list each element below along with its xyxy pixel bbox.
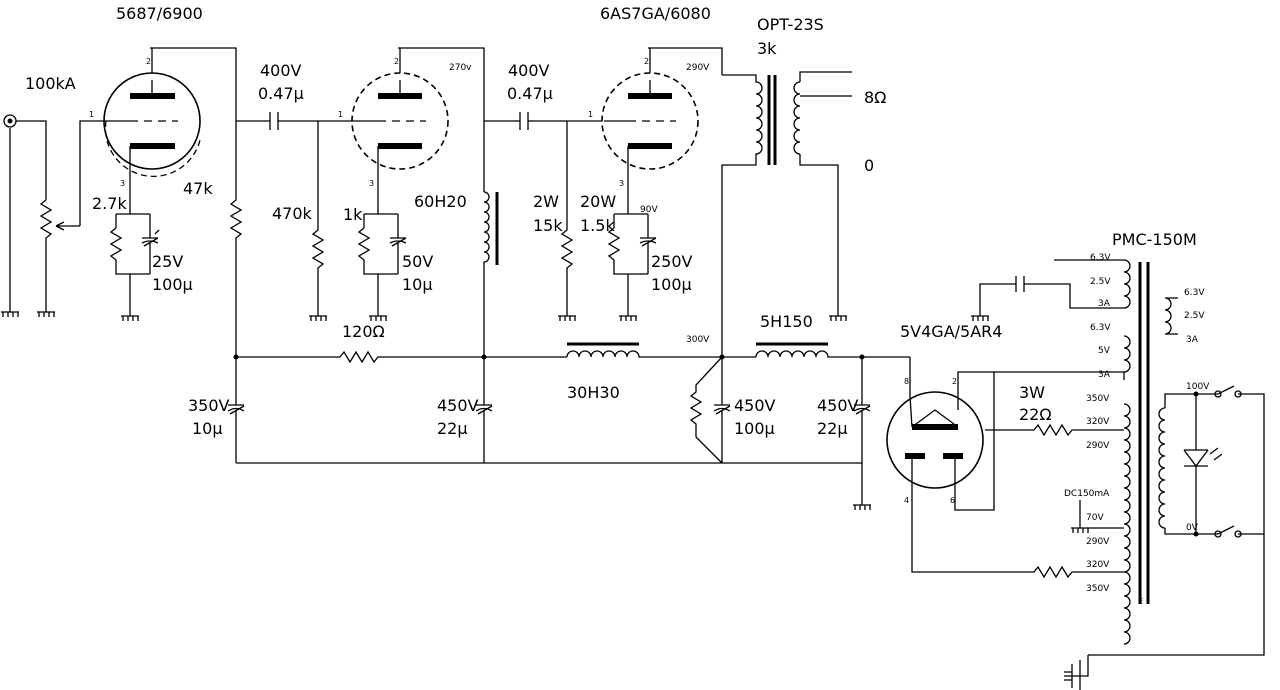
c-k1-v: 25V: [152, 252, 183, 271]
grid-resistor-v3: [558, 121, 576, 321]
sec-hv-2: 290V: [1086, 441, 1110, 451]
c1-v: 350V: [188, 396, 230, 415]
c1-c: 10µ: [192, 419, 223, 438]
v2-pin-3: 3: [369, 179, 374, 188]
c-k2-c: 10µ: [402, 275, 433, 294]
sec-right-2: 3A: [1186, 335, 1199, 345]
filter-caps: [227, 356, 871, 510]
grid-resistor-v2: [309, 120, 352, 321]
opt-label: OPT-23S: [757, 15, 824, 34]
choke-pl: 60H20: [414, 192, 467, 211]
c-k1-c: 100µ: [152, 275, 193, 294]
c-cpl1-v: 400V: [260, 61, 302, 80]
sec-hv-3: DC150mA: [1064, 489, 1110, 499]
v1-pin-2: 2: [146, 57, 151, 66]
v1-type-label: 5687/6900: [116, 4, 203, 23]
node-300: 300V: [686, 335, 710, 345]
r-pl1: 47k: [183, 179, 213, 198]
r-g3: 15k: [533, 216, 563, 235]
v3-pin-1: 1: [588, 110, 593, 119]
r-k3-w: 20W: [580, 192, 616, 211]
rect-pin-4: 4: [904, 496, 909, 505]
plate-load-v1: [229, 112, 318, 357]
c-cpl2-c: 0.47µ: [507, 84, 553, 103]
v3-cathode-network: [607, 170, 657, 321]
ptrans-label: PMC-150M: [1112, 230, 1197, 249]
sec-top-1: 2.5V: [1090, 277, 1111, 287]
plate-choke-60h20: [483, 121, 499, 357]
out-0: 0: [864, 156, 874, 175]
c-k3-c: 100µ: [651, 275, 692, 294]
v3-pin-2: 2: [644, 57, 649, 66]
choke-out: 5H150: [760, 312, 813, 331]
power-transformer: [971, 259, 1265, 690]
v3-type-label: 6AS7GA/6080: [600, 4, 711, 23]
r-rect-w: 3W: [1019, 383, 1045, 402]
sec-hv-5: 290V: [1086, 537, 1110, 547]
sec-top-0: 6.3V: [1090, 253, 1111, 263]
c3-v: 450V: [734, 396, 776, 415]
r-k2: 1k: [343, 205, 363, 224]
tube-v2: [351, 47, 485, 170]
v1-pin-3: 3: [120, 179, 125, 188]
sec-right-0: 6.3V: [1184, 288, 1205, 298]
rectifier-tube: [886, 357, 1124, 579]
sec-hv-6: 320V: [1086, 560, 1110, 570]
c4-v: 450V: [817, 396, 859, 415]
sec-top-2: 3A: [1098, 299, 1111, 309]
bplus-rail: [233, 342, 910, 364]
c2-c: 22µ: [437, 419, 468, 438]
c-cpl1-c: 0.47µ: [258, 84, 304, 103]
c4-c: 22µ: [817, 419, 848, 438]
rect-pin-6: 6: [950, 496, 955, 505]
v2-pin-1: 1: [338, 110, 343, 119]
c-cpl2-v: 400V: [508, 61, 550, 80]
sec-fil-0: 6.3V: [1090, 323, 1111, 333]
c-k3-v: 250V: [651, 252, 693, 271]
r-dec: 120Ω: [342, 322, 385, 341]
choke-mid: 30H30: [567, 383, 620, 402]
r-g3-w: 2W: [533, 192, 559, 211]
prim-bot: 0V: [1186, 523, 1199, 533]
r-rect: 22Ω: [1019, 405, 1052, 424]
volume-potentiometer: [37, 120, 130, 317]
tube-v3: [601, 47, 723, 170]
rect-pin-2: 2: [952, 377, 957, 386]
v2-cathode-network: [357, 170, 407, 321]
coupling-cap-2: [484, 112, 604, 130]
vol-label: 100kA: [25, 74, 76, 93]
v3-pin-3: 3: [619, 179, 624, 188]
out-8: 8Ω: [864, 88, 886, 107]
r-k3: 1.5k: [580, 216, 615, 235]
sec-hv-7: 350V: [1086, 584, 1110, 594]
v1-cathode-network: [109, 170, 160, 321]
sec-hv-1: 320V: [1086, 417, 1110, 427]
v2-plate-voltage: 270v: [449, 63, 472, 73]
input-jack: [1, 114, 47, 317]
v2-pin-2: 2: [394, 57, 399, 66]
frame-label: E: [1138, 597, 1143, 606]
opt-z: 3k: [757, 39, 777, 58]
sec-fil-1: 5V: [1098, 346, 1111, 356]
tube-v1: [103, 47, 237, 177]
sec-hv-4: 70V: [1086, 513, 1104, 523]
sec-right-1: 2.5V: [1184, 311, 1205, 321]
c2-v: 450V: [437, 396, 479, 415]
r-k1: 2.7k: [92, 194, 127, 213]
c3-c: 100µ: [734, 419, 775, 438]
output-transformer: [721, 71, 852, 357]
c-k2-v: 50V: [402, 252, 433, 271]
sec-hv-0: 350V: [1086, 394, 1110, 404]
r-g2: 470k: [272, 204, 313, 223]
v3-cathode-voltage: 90V: [640, 205, 658, 215]
sec-fil-2: 3A: [1098, 370, 1111, 380]
rect-type: 5V4GA/5AR4: [900, 322, 1002, 341]
v1-pin-1: 1: [89, 110, 94, 119]
prim-top: 100V: [1186, 382, 1210, 392]
v3-plate-voltage: 290V: [686, 63, 710, 73]
rect-pin-8: 8: [904, 377, 909, 386]
